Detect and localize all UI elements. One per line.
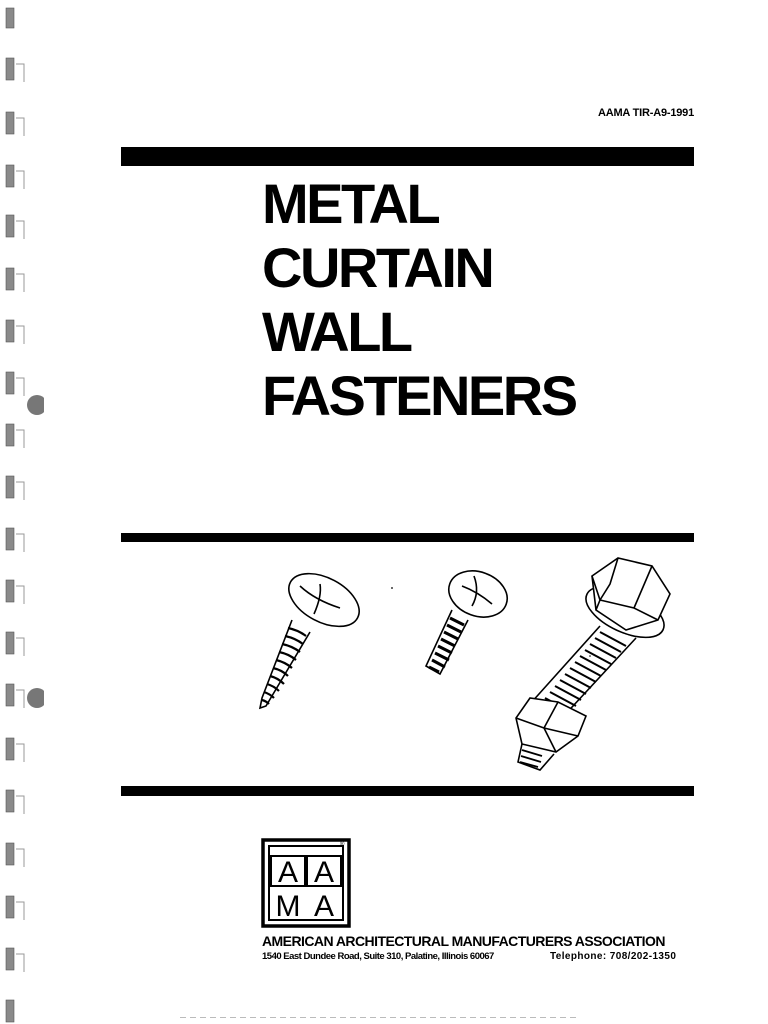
document-code: AAMA TIR-A9-1991 bbox=[597, 107, 694, 119]
logo-letter-1: A bbox=[278, 856, 298, 889]
logo-letter-3: M bbox=[276, 890, 301, 923]
machine-screw-icon bbox=[424, 570, 508, 676]
title-line-4: FASTENERS bbox=[262, 364, 578, 427]
bottom-rule bbox=[121, 786, 694, 796]
organization-address: 1540 East Dundee Road, Suite 310, Palati… bbox=[262, 951, 494, 962]
title-line-2: CURTAIN bbox=[262, 236, 495, 299]
fasteners-illustration bbox=[258, 557, 671, 771]
logo-letter-2: A bbox=[314, 856, 334, 889]
organization-phone: Telephone: 708/202-1350 bbox=[550, 951, 677, 962]
document-title: METAL CURTAIN WALL FASTENERS bbox=[262, 172, 578, 428]
middle-rule bbox=[121, 533, 694, 542]
aama-logo: A A M A bbox=[261, 838, 351, 928]
registered-mark: ® bbox=[340, 842, 345, 848]
wood-screw-icon bbox=[258, 572, 360, 710]
spiral-binding-holes bbox=[5, 7, 44, 1023]
title-line-1: METAL bbox=[262, 172, 441, 235]
hex-bolt-icon bbox=[515, 557, 671, 771]
page-bottom-edge bbox=[180, 1017, 580, 1018]
title-line-3: WALL bbox=[262, 300, 413, 363]
organization-name: AMERICAN ARCHITECTURAL MANUFACTURERS ASS… bbox=[262, 933, 665, 949]
logo-letter-4: A bbox=[314, 890, 334, 923]
top-rule bbox=[121, 147, 694, 166]
